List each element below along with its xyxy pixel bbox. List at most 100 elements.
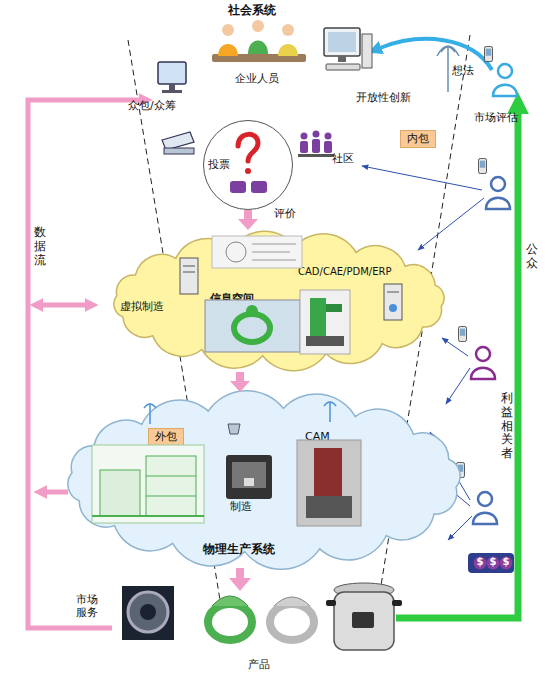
factory-antenna-part: [324, 402, 336, 406]
community-icon-part: [300, 141, 308, 153]
node-text: 信息空间: [210, 292, 254, 305]
stakeholder-person-part: [473, 492, 497, 524]
server-icon-part: [387, 292, 399, 293]
cad-drawing-part: [252, 260, 296, 261]
antenna-icon-part: [447, 46, 449, 92]
cloud-shape: [68, 391, 460, 570]
node-text: 外包: [149, 429, 183, 445]
enterprise-people-part: [278, 44, 298, 56]
machine-photo-part: [297, 440, 361, 526]
product-images-part: [274, 597, 310, 606]
ring-model-screen-part: [246, 305, 258, 317]
factory-building-part: [146, 476, 196, 477]
community-icon-part: [301, 133, 308, 140]
enterprise-people-part: [282, 24, 294, 36]
insource-box: 内包: [400, 130, 436, 148]
scanner-icon-part: [164, 148, 194, 154]
vertical-label: 公众: [525, 243, 539, 271]
community-icon-part: [324, 141, 332, 153]
stakeholder-person: [471, 64, 517, 524]
product-images-part: [128, 592, 168, 632]
feedback-arrow-part: [418, 198, 484, 250]
computer-icon-part: [324, 28, 360, 56]
ring-model-screen: [205, 300, 300, 352]
system-title: 社会系统: [228, 3, 276, 17]
value-flow-arrow-part: [380, 39, 492, 70]
node-text: CAD/CAE/PDM/ERP: [298, 266, 391, 278]
scanner-icon-part: [162, 132, 194, 150]
cad-drawing-part: [252, 252, 290, 253]
node-text: 虚拟制造: [120, 300, 164, 313]
monitor-icon-part: [158, 62, 186, 84]
product-images-part: [392, 600, 402, 606]
factory-building-part: [92, 515, 204, 517]
feedback-arrow-part: [446, 368, 470, 404]
money-sign: $: [474, 556, 486, 568]
icon-label: 市场评估: [474, 111, 518, 124]
outsource-box: 外包: [148, 428, 184, 446]
3d-printer-part: [244, 478, 254, 486]
group-label: 企业人员: [235, 72, 279, 85]
phone-icon-part: [485, 46, 493, 61]
cnc-machine-image-part: [306, 336, 344, 346]
value-flow-arrow-part: [396, 112, 518, 618]
computer-icon-part: [326, 64, 360, 70]
factory-antenna-part: [144, 404, 156, 408]
product-images-part: [122, 586, 174, 640]
node-text: 物理生产系统: [203, 542, 275, 556]
factory-building-part: [92, 445, 204, 523]
node-text: 制造: [230, 500, 252, 513]
enterprise-people-part: [252, 20, 264, 32]
data-flow-line-part: [28, 100, 140, 628]
cloud-shape: [114, 231, 444, 370]
community-icon-part: [325, 133, 332, 140]
computer-icon-part: [328, 32, 356, 52]
machine-photo: [297, 440, 361, 526]
feedback-arrow-part: [362, 166, 482, 190]
monitor-icon-part: [169, 84, 175, 90]
community-icon: [298, 131, 334, 158]
question-icon-part: [251, 181, 267, 193]
question-icon-part: [238, 134, 258, 161]
cloud-outline: [55, 392, 473, 568]
factory-building-part: [100, 470, 140, 516]
node-text: 投票: [208, 158, 230, 171]
machine-photo-part: [306, 496, 352, 518]
3d-printer-part: [226, 455, 272, 499]
factory-antenna: [144, 402, 336, 424]
icon-label: 开放性创新: [356, 91, 411, 104]
money-sign: $: [487, 556, 499, 568]
cnc-machine-image-part: [326, 304, 342, 312]
data-flow-line-part: [46, 490, 68, 495]
phone-icon-part: [479, 158, 487, 173]
enterprise-people-part: [222, 24, 234, 36]
money-icon: [468, 553, 514, 573]
product-images-part: [334, 592, 394, 650]
product-images-part: [270, 604, 314, 640]
cup-icon-part: [228, 424, 240, 434]
question-icon: [230, 134, 267, 193]
data-flow-line-part: [42, 303, 86, 308]
question-icon-part: [245, 168, 251, 174]
product-images-part: [208, 604, 252, 640]
factory-building: [92, 445, 204, 523]
feedback-arrow-part: [448, 516, 472, 540]
stakeholder-person-part: [486, 177, 510, 209]
computer-icon-part: [338, 56, 346, 62]
machine-photo-part: [314, 448, 342, 496]
cad-drawing: [212, 236, 302, 268]
factory-building-part: [146, 456, 196, 516]
cnc-machine-image: [300, 290, 350, 354]
icon-label: 社区: [332, 152, 354, 165]
cnc-machine-image-part: [310, 298, 326, 338]
flow-arrow: [230, 372, 250, 392]
monitor-icon: [158, 62, 186, 93]
product-images: [122, 583, 402, 650]
node-text: 评价: [274, 207, 296, 220]
product-images-part: [140, 604, 156, 620]
flow-arrow: [238, 210, 258, 230]
node-text: CAM: [305, 430, 330, 443]
question-icon-part: [230, 181, 246, 193]
